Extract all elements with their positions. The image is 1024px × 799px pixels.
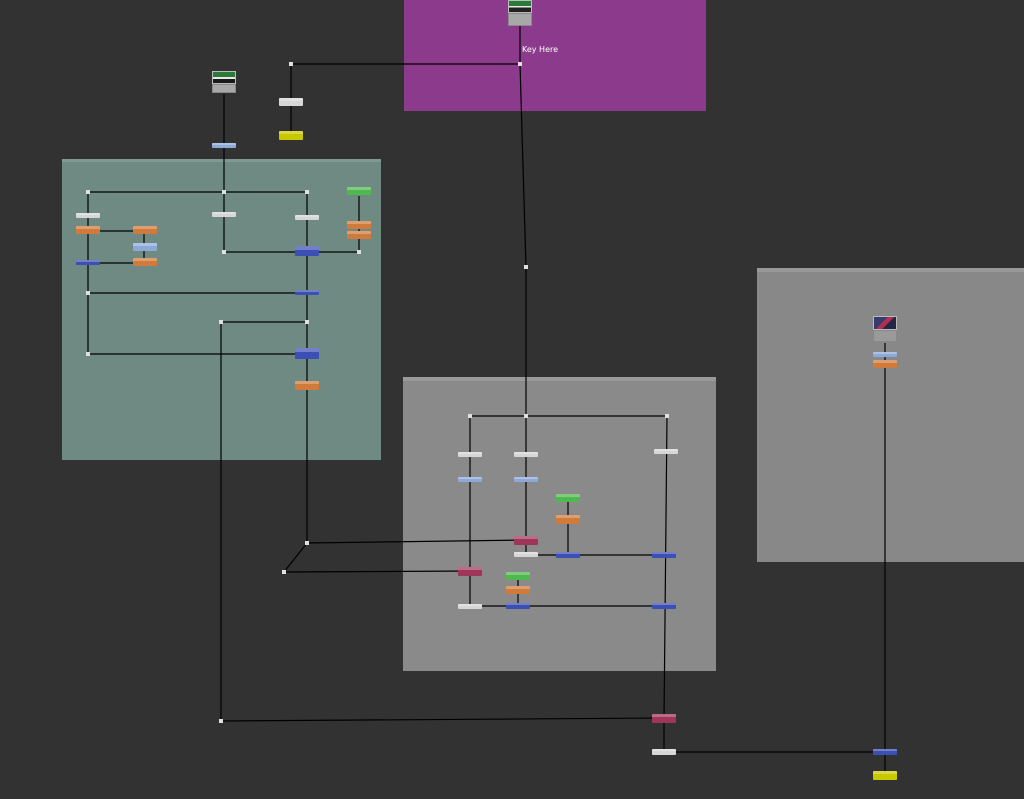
node-white[interactable]	[295, 215, 319, 220]
node-white[interactable]	[279, 98, 303, 106]
node-merge-red[interactable]	[514, 536, 538, 545]
node-white[interactable]	[652, 749, 676, 755]
dot-node[interactable]	[524, 414, 528, 418]
node-white[interactable]	[458, 604, 482, 609]
node-yellow[interactable]	[279, 131, 303, 140]
dot-node[interactable]	[222, 250, 226, 254]
image-thumbnail-icon	[212, 71, 236, 84]
node-blue[interactable]	[295, 246, 319, 256]
dot-node[interactable]	[468, 414, 472, 418]
dot-node[interactable]	[219, 320, 223, 324]
node-orange[interactable]	[76, 226, 100, 234]
backdrop-gray-center[interactable]	[403, 377, 716, 671]
node-orange[interactable]	[347, 231, 371, 239]
dot-node[interactable]	[305, 541, 309, 545]
node-orange[interactable]	[133, 258, 157, 266]
node-orange[interactable]	[506, 586, 530, 594]
node-green[interactable]	[506, 572, 530, 580]
read-node-left[interactable]	[212, 71, 236, 93]
dot-node[interactable]	[357, 250, 361, 254]
node-blue[interactable]	[506, 603, 530, 609]
node-white[interactable]	[514, 452, 538, 457]
node-white[interactable]	[76, 213, 100, 218]
node-merge-red[interactable]	[652, 714, 676, 723]
node-merge-red[interactable]	[458, 567, 482, 576]
node-white[interactable]	[458, 452, 482, 457]
dot-node[interactable]	[86, 352, 90, 356]
node-light-blue[interactable]	[458, 477, 482, 482]
node-orange[interactable]	[347, 221, 371, 229]
dot-node[interactable]	[222, 190, 226, 194]
node-blue[interactable]	[556, 552, 580, 558]
node-green[interactable]	[556, 494, 580, 502]
node-green[interactable]	[347, 187, 371, 195]
dot-node[interactable]	[524, 265, 528, 269]
node-blue[interactable]	[873, 749, 897, 755]
read-node-top-center[interactable]	[508, 0, 532, 26]
node-orange[interactable]	[295, 381, 319, 390]
backdrop-magenta[interactable]	[404, 0, 706, 111]
node-blue[interactable]	[295, 348, 319, 359]
node-blue[interactable]	[295, 290, 319, 295]
backdrop-label: Key Here	[522, 45, 559, 54]
node-blue[interactable]	[76, 260, 100, 265]
node-light-blue[interactable]	[212, 143, 236, 148]
node-white[interactable]	[212, 212, 236, 217]
read-node-right[interactable]	[873, 316, 897, 342]
node-yellow[interactable]	[873, 771, 897, 780]
dot-node[interactable]	[86, 291, 90, 295]
dot-node[interactable]	[289, 62, 293, 66]
image-thumbnail-icon	[873, 316, 897, 330]
node-blue[interactable]	[652, 603, 676, 609]
node-light-blue[interactable]	[133, 243, 157, 251]
dot-node[interactable]	[282, 570, 286, 574]
node-orange[interactable]	[556, 515, 580, 524]
node-light-blue[interactable]	[873, 352, 897, 357]
image-thumbnail-icon	[508, 0, 532, 13]
node-orange[interactable]	[873, 360, 897, 368]
dot-node[interactable]	[305, 190, 309, 194]
dot-node[interactable]	[219, 719, 223, 723]
node-blue[interactable]	[652, 552, 676, 558]
dot-node[interactable]	[305, 320, 309, 324]
dot-node[interactable]	[665, 414, 669, 418]
node-white[interactable]	[514, 552, 538, 557]
dot-node[interactable]	[86, 190, 90, 194]
node-orange[interactable]	[133, 226, 157, 234]
dot-node[interactable]	[518, 62, 522, 66]
node-light-blue[interactable]	[514, 477, 538, 482]
node-white[interactable]	[654, 449, 678, 454]
